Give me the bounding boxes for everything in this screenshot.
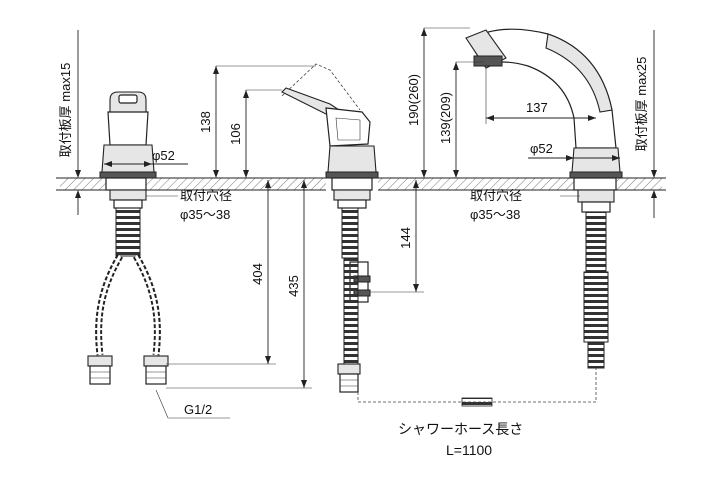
thickness-right-dim: 取付板厚 max25 [634, 30, 657, 218]
fitting-right [145, 365, 167, 385]
base-flange [99, 171, 157, 179]
phi52-right-label: φ52 [530, 141, 553, 156]
thread-callout: G1/2 [155, 389, 230, 419]
dim-404-label: 404 [250, 263, 265, 285]
thickness-left-label: 取付板厚 max15 [58, 63, 73, 158]
spout-hose-guide [583, 271, 609, 343]
handle-body [107, 111, 149, 146]
lever-body [325, 107, 371, 147]
thread-label: G1/2 [184, 402, 212, 417]
dim-190-260-label: 190(260) [406, 74, 421, 126]
dim-144-label: 144 [398, 227, 413, 249]
handle-marker-icon [118, 94, 138, 104]
dim-137: 137 [485, 66, 596, 124]
hose-title-label: シャワーホース長さ [398, 421, 523, 437]
fitting-left [89, 365, 111, 385]
phi52-right-dim: φ52 [528, 141, 620, 161]
dim-144: 144 [370, 180, 424, 293]
shower-hose-dashed [357, 368, 597, 403]
side-hose [343, 257, 359, 365]
hose-length-label: L=1100 [446, 442, 492, 458]
height-dims-right: 190(260) 139(209) [406, 27, 484, 178]
length-dims-middle: 404 435 [166, 180, 312, 389]
dim-106-label: 106 [228, 123, 243, 145]
hose-segment-icon [461, 397, 493, 407]
dim-138-label: 138 [198, 111, 213, 133]
side-base [327, 145, 377, 173]
dim-139-209-label: 139(209) [438, 92, 453, 144]
phi52-left-label: φ52 [152, 148, 175, 163]
thickness-left-dim: 取付板厚 max15 [58, 30, 81, 215]
lever-raised-outline [281, 63, 361, 111]
thickness-right-label: 取付板厚 max25 [634, 57, 649, 152]
front-view [87, 91, 169, 385]
faucet-base [101, 144, 155, 173]
shank-threaded [115, 207, 141, 257]
shower-hose-length: シャワーホース長さ L=1100 [357, 368, 597, 458]
counter-surface [56, 177, 666, 191]
height-dims-middle: 138 106 [198, 65, 316, 178]
hole-right-dim: 取付穴径 φ35～38 [470, 188, 580, 222]
mounting-nut [109, 189, 147, 201]
spout-shank [585, 211, 607, 273]
hole-range-left: φ35～38 [180, 207, 230, 222]
dim-137-label: 137 [526, 100, 548, 115]
dim-435-label: 435 [286, 275, 301, 297]
hole-range-right: φ35～38 [470, 207, 520, 222]
hole-left-dim: 取付穴径 φ35～38 [146, 188, 232, 222]
side-view [281, 63, 379, 393]
hole-title-left: 取付穴径 [180, 188, 232, 203]
hole-title-right: 取付穴径 [470, 188, 522, 203]
phi52-left-dim: φ52 [104, 148, 188, 167]
